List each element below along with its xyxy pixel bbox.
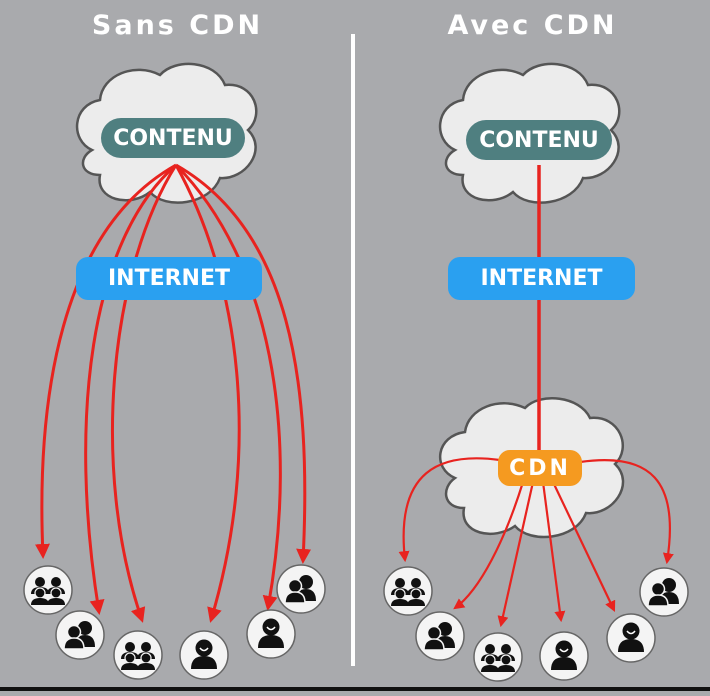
panel-divider (351, 34, 355, 666)
right-arrow-6 (579, 458, 674, 565)
user-group-icon (473, 632, 523, 682)
left-arrow-1 (34, 163, 177, 559)
left-arrow-3 (111, 164, 178, 623)
right-arrow-1 (398, 457, 501, 563)
user-icon (539, 631, 589, 681)
right-arrow-5 (552, 481, 616, 612)
user-pair-icon (55, 610, 105, 660)
left-arrows (34, 163, 312, 623)
bottom-border (0, 687, 710, 691)
user-pair-icon (276, 564, 326, 614)
user-group-icon (23, 565, 73, 615)
left-arrow-6 (175, 163, 312, 564)
user-pair-icon (415, 611, 465, 661)
right-arrow-4 (541, 481, 566, 623)
user-icon (246, 609, 296, 659)
left-users (23, 564, 326, 680)
left-arrow-5 (174, 163, 282, 611)
left-panel-title: Sans CDN (91, 10, 264, 41)
left-internet-label: INTERNET (76, 257, 262, 300)
right-panel-title: Avec CDN (447, 10, 618, 41)
right-arrow-3 (497, 481, 535, 628)
left-arrow-4 (174, 164, 241, 623)
user-group-icon (113, 630, 163, 680)
right-arrows (398, 457, 674, 628)
left-contenu-label: CONTENU (101, 118, 245, 158)
right-users (383, 566, 689, 682)
user-pair-icon (639, 567, 689, 617)
user-icon (606, 613, 656, 663)
cdn-label: CDN (498, 450, 582, 486)
right-arrow-2 (453, 481, 525, 610)
right-internet-label: INTERNET (448, 257, 635, 300)
right-contenu-label: CONTENU (466, 120, 612, 160)
user-group-icon (383, 566, 433, 616)
user-icon (179, 630, 229, 680)
left-arrow-2 (84, 163, 177, 615)
